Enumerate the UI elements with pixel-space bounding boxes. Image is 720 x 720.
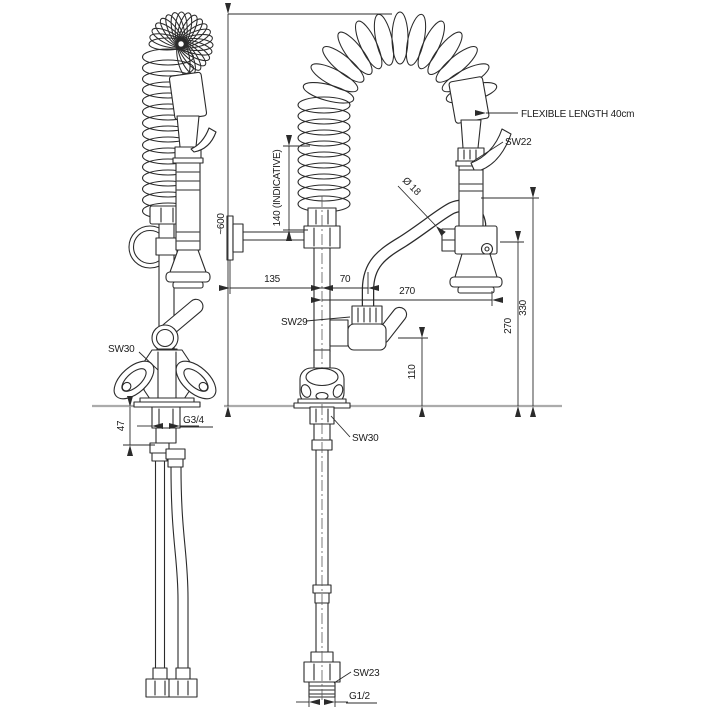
lever-handle-side: [151, 298, 204, 352]
wall-bracket: [226, 215, 307, 261]
gun-connector: [176, 115, 200, 148]
gun-trigger-side: [190, 127, 217, 153]
callout-flexible-length: FLEXIBLE LENGTH 40cm: [475, 109, 634, 120]
spray-gun-side: [165, 71, 217, 289]
dim-wall-offset: 135 70: [219, 260, 379, 294]
callout-sw29: SW29: [281, 316, 351, 328]
hose-end-nut: [168, 678, 198, 698]
hose-end-collar: [152, 667, 168, 680]
callout-sw30-left: SW30: [108, 344, 159, 371]
coiled-hose-front-icon: [297, 11, 498, 213]
outlet-screw: [480, 242, 494, 256]
callout-sw30-right: SW30: [330, 415, 379, 444]
ring-clamp: [155, 237, 178, 256]
dim-text-270: 270: [399, 286, 416, 297]
gun-connector: [460, 119, 482, 149]
hose-end-grip: [448, 76, 490, 124]
dim-text-330: 330: [518, 299, 529, 316]
label-sw29: SW29: [281, 317, 308, 328]
hose-end-collar: [175, 667, 191, 680]
label-sw22: SW22: [505, 137, 532, 148]
dim-spout-height: 110: [398, 327, 428, 417]
mounting-shank: [151, 406, 181, 429]
handle-knob-right: [175, 360, 217, 400]
callout-sw22: SW22: [471, 137, 532, 163]
dim-spout-reach: 270: [311, 286, 503, 306]
gun-grip-body: [175, 162, 201, 251]
dim-shank-length: 47: [116, 396, 155, 456]
dim-text-110: 110: [407, 364, 418, 380]
dim-text-140: 140 (INDICATIVE): [272, 150, 283, 227]
label-g34: G3/4: [183, 415, 205, 426]
callout-g12: G1/2: [296, 690, 377, 707]
front-view: [226, 11, 512, 700]
dim-text-70: 70: [340, 274, 351, 285]
callout-g34: G3/4: [137, 415, 213, 429]
callout-sw23: SW23: [333, 668, 380, 684]
swivel-body: [347, 323, 387, 351]
supply-hoses-side: [145, 406, 198, 698]
dim-tube-top-height: 330: [481, 187, 539, 417]
spout-swivel: [329, 305, 408, 351]
label-flexible-length: FLEXIBLE LENGTH 40cm: [521, 109, 634, 120]
hose-end-grip: [168, 71, 208, 121]
tee-stub: [329, 319, 349, 347]
dim-coil-indicative: 140 (INDICATIVE): [272, 135, 310, 241]
spout-outlet: [441, 225, 503, 294]
gun-valve-body: [458, 169, 484, 231]
swivel-nut-sw29: [351, 305, 383, 325]
mixer-body-side: [113, 348, 217, 408]
label-g12: G1/2: [349, 691, 371, 702]
dimensions: ~600 140 (INDICATIVE) 135 70 270: [108, 3, 634, 707]
dim-total-height: ~600: [216, 3, 392, 417]
label-sw30: SW30: [108, 344, 135, 355]
dim-text-600: ~600: [216, 213, 227, 235]
side-view: [113, 11, 217, 698]
label-sw23: SW23: [353, 668, 380, 679]
label-sw30: SW30: [352, 433, 379, 444]
dim-text-47: 47: [116, 420, 127, 431]
dim-text-135: 135: [264, 274, 281, 285]
dim-text-270v: 270: [503, 317, 514, 334]
dim-outlet-height: 270: [500, 231, 524, 417]
label-dia18: Ø 18: [400, 175, 423, 198]
gun-trigger-front: [470, 128, 512, 173]
outlet-bell: [454, 253, 498, 278]
